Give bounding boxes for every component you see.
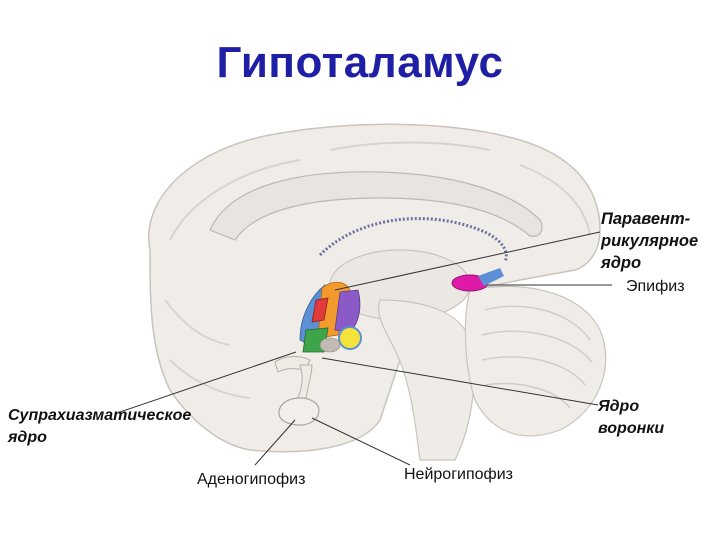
label-neurohypophysis: Нейрогипофиз (404, 466, 513, 483)
hypothalamic-nuclei (299, 281, 362, 353)
ventricle-lining (318, 217, 508, 263)
leader-infundibular (321, 357, 599, 406)
label-suprachiasmatic-nucleus: Супрахиазматическое ядро (8, 407, 192, 446)
cerebellum (464, 285, 607, 437)
brainstem (378, 299, 475, 461)
pituitary-gland (278, 397, 320, 426)
label-adenohypophysis: Аденогипофиз (197, 471, 306, 488)
nucleus-gray (319, 337, 341, 353)
label-pineal: Эпифиз (626, 278, 685, 295)
leader-paraventricular (334, 231, 601, 291)
page-title: Гипоталамус (216, 38, 504, 87)
label-infundibular-nucleus: Ядро воронки (598, 398, 665, 437)
label-paraventricular-nucleus: Паравент- рикулярное ядро (601, 210, 699, 272)
leader-neurohypophysis (311, 417, 411, 466)
nucleus-yellow (338, 326, 362, 350)
corpus-callosum (209, 171, 543, 241)
nucleus-red (311, 297, 329, 323)
leader-adenohypophysis (254, 419, 296, 466)
pineal-vessel (478, 268, 504, 286)
leader-suprachiasmatic (119, 351, 297, 413)
